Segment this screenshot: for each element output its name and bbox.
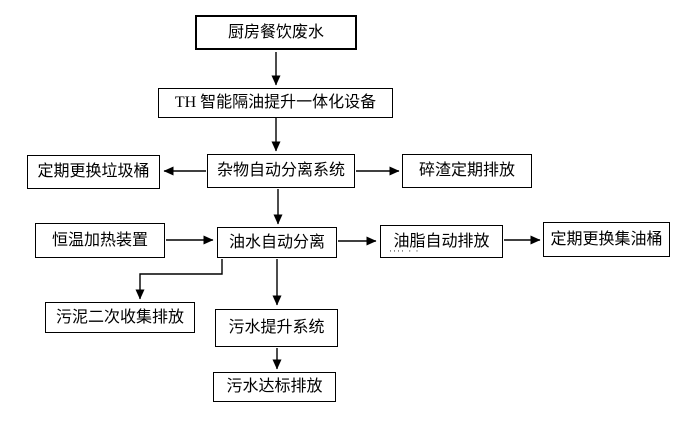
spellcheck-dots: ···· · · <box>389 246 420 256</box>
node-th-integrated-device: TH 智能隔油提升一体化设备 <box>158 88 393 118</box>
node-oil-water-separation-label: 油水自动分离 <box>228 233 325 251</box>
node-oil-bucket-replace: 定期更换集油桶 <box>543 222 670 257</box>
node-trash-bin-replace-label: 定期更换垃圾桶 <box>37 163 150 180</box>
node-residue-discharge: 碎渣定期排放 <box>402 154 532 188</box>
node-heating-device-label: 恒温加热装置 <box>51 231 148 249</box>
node-kitchen-wastewater-label: 厨房餐饮废水 <box>227 23 324 41</box>
node-debris-separation-label: 杂物自动分离系统 <box>216 162 345 179</box>
node-oil-water-separation: 油水自动分离 <box>217 227 337 258</box>
node-sewage-lift-system: 污水提升系统 <box>215 309 338 347</box>
node-heating-device: 恒温加热装置 <box>35 223 165 258</box>
node-sewage-discharge-label: 污水达标排放 <box>226 378 323 395</box>
node-sludge-collection: 污泥二次收集排放 <box>45 302 195 333</box>
node-residue-discharge-label: 碎渣定期排放 <box>418 162 515 179</box>
edge-oilwater-to-sludge <box>135 259 223 300</box>
node-debris-separation: 杂物自动分离系统 <box>207 154 355 188</box>
node-kitchen-wastewater: 厨房餐饮废水 <box>195 15 357 50</box>
node-trash-bin-replace: 定期更换垃圾桶 <box>27 155 160 189</box>
node-th-integrated-device-label: TH 智能隔油提升一体化设备 <box>174 94 377 111</box>
node-sludge-collection-label: 污泥二次收集排放 <box>55 308 184 326</box>
node-sewage-discharge: 污水达标排放 <box>213 372 336 402</box>
node-grease-discharge-label: 油脂自动排放 <box>393 232 490 250</box>
node-sewage-lift-system-label: 污水提升系统 <box>228 319 325 336</box>
node-grease-discharge: 油脂自动排放 ···· · · <box>380 225 503 258</box>
node-oil-bucket-replace-label: 定期更换集油桶 <box>550 230 663 248</box>
